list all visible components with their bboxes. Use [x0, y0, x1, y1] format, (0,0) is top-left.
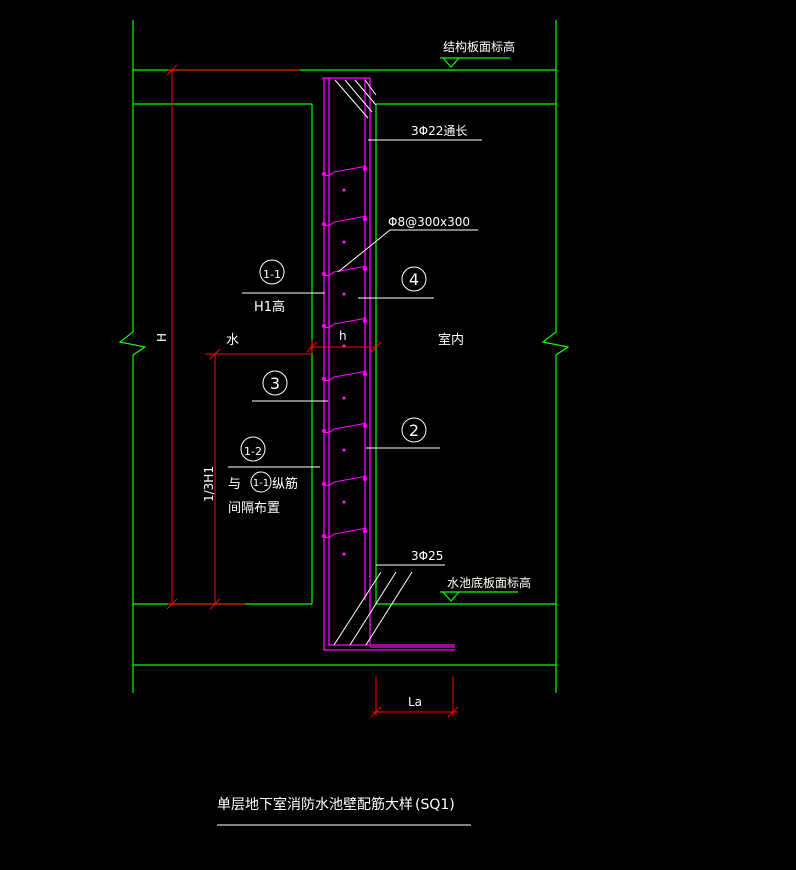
rebar-dot — [362, 476, 368, 482]
rebar — [322, 77, 455, 651]
rebar-dot — [321, 221, 327, 227]
rebar-dot — [362, 216, 368, 222]
mark-1-2-note-line2: 间隔布置 — [228, 501, 280, 516]
distribution-bar-dot — [342, 396, 346, 400]
callout-circle-1-1-ref — [250, 471, 272, 493]
mark-1-2-note-prefix: 与 — [228, 477, 241, 492]
rebar-dot — [362, 371, 368, 377]
rebar-dot — [321, 481, 327, 487]
dim-La-label: La — [408, 695, 422, 709]
distribution-bar-dot — [342, 292, 346, 296]
callouts: 1-1 4 3 2 1-2 1-1 — [240, 259, 427, 493]
rebar-top-label: 3Φ22通长 — [411, 124, 467, 138]
bottom-elevation-label: 水池底板面标高 — [447, 575, 531, 590]
distribution-bar-dot — [342, 448, 346, 452]
right-break-line — [541, 20, 570, 693]
corner-hatching — [333, 79, 413, 646]
rebar-dot — [321, 428, 327, 434]
mark-3: 3 — [270, 374, 280, 393]
top-elevation-label: 结构板面标高 — [443, 39, 515, 54]
left-break-line — [118, 20, 147, 693]
leaders — [217, 139, 482, 826]
dimensions — [166, 64, 459, 718]
dim-h-label: h — [339, 329, 347, 343]
distribution-bar-dot — [342, 188, 346, 192]
outer-rebar-left — [323, 78, 455, 651]
water-side-label: 水 — [226, 333, 239, 348]
rebar-dot — [321, 533, 327, 539]
tie-bars — [321, 165, 368, 556]
rebar-dot — [362, 423, 368, 429]
rebar-dot — [321, 376, 327, 382]
rebar-dot — [321, 271, 327, 277]
indoor-side-label: 室内 — [438, 332, 464, 348]
callout-circle-3 — [262, 370, 288, 396]
rebar-dot — [321, 323, 327, 329]
annotations: 结构板面标高 3Φ22通长 Φ8@300x300 H1高 水 室内 h H 1/… — [155, 39, 531, 813]
rebar-dot — [362, 528, 368, 534]
inner-rebar-left — [328, 78, 455, 646]
structure-outline — [118, 20, 570, 693]
mark-1-2: 1-2 — [244, 445, 262, 458]
mark-1-1-ref: 1-1 — [253, 478, 269, 489]
rebar-dot — [362, 166, 368, 172]
mark-1-1: 1-1 — [263, 268, 281, 281]
mark-2: 2 — [409, 421, 419, 440]
tie-bar-label: Φ8@300x300 — [388, 215, 470, 229]
drawing-title: 单层地下室消防水池壁配筋大样 — [217, 796, 413, 813]
rebar-dot — [321, 171, 327, 177]
dim-one-third-label: 1/3H1 — [202, 466, 216, 502]
distribution-bar-dot — [342, 552, 346, 556]
mark-4: 4 — [409, 270, 419, 289]
callout-circle-1-1 — [259, 259, 285, 285]
mark-1-1-note: H1高 — [254, 299, 285, 315]
rebar-dot — [362, 266, 368, 272]
callout-circle-2 — [401, 417, 427, 443]
mark-1-2-note-suffix: 纵筋 — [272, 476, 298, 492]
callout-circle-1-2 — [240, 436, 266, 462]
dim-H-label: H — [155, 333, 169, 342]
rebar-bottom-label: 3Φ25 — [411, 549, 443, 563]
top-elevation-triangle — [442, 57, 460, 68]
distribution-bar-dot — [342, 240, 346, 244]
rebar-dot — [362, 318, 368, 324]
distribution-bar-dot — [342, 500, 346, 504]
callout-circle-4 — [401, 266, 427, 292]
drawing-code: (SQ1) — [415, 797, 455, 813]
bottom-elevation-triangle — [442, 591, 460, 602]
